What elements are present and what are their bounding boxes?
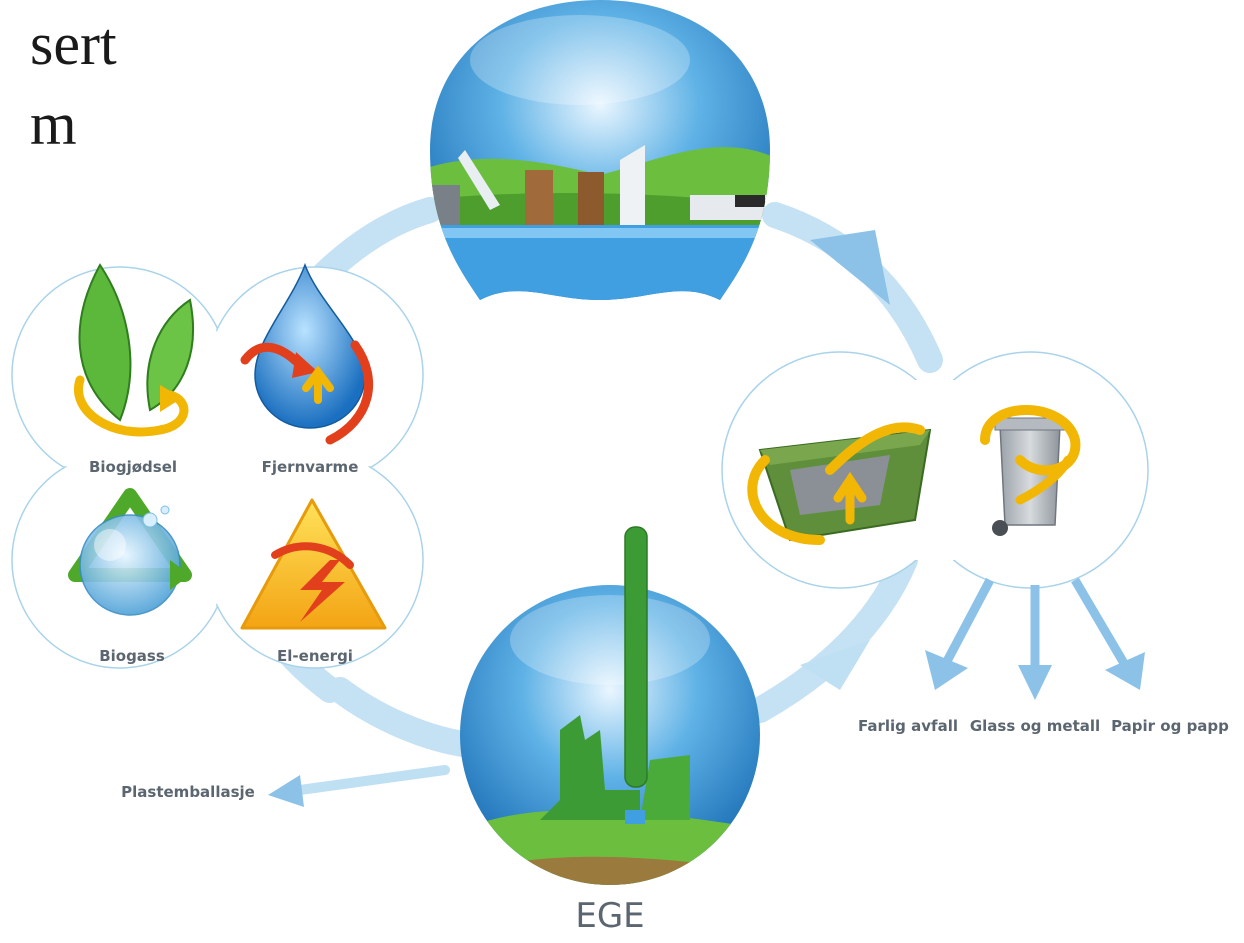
plastic-output-arrow bbox=[268, 765, 450, 807]
output-label-plastemballasje: Plastemballasje bbox=[121, 783, 255, 801]
energy-label-fjernvarme: Fjernvarme bbox=[262, 458, 359, 476]
energy-label-biogass: Biogass bbox=[99, 647, 165, 665]
fraction-arrows bbox=[925, 577, 1145, 700]
cycle-arrow-head-right bbox=[810, 230, 890, 305]
energy-label-el-energi: El-energi bbox=[277, 647, 353, 665]
facility-orb bbox=[430, 0, 770, 300]
fraction-label-farlig-avfall: Farlig avfall bbox=[858, 717, 958, 735]
heading-fragment-2: m bbox=[30, 91, 77, 157]
wheelie-bin-icon bbox=[980, 405, 1081, 536]
waste-skip-container-icon bbox=[747, 422, 932, 545]
recycle-globe-icon bbox=[68, 488, 192, 616]
water-drop-icon bbox=[240, 262, 374, 445]
leaf-icon bbox=[74, 263, 194, 437]
fraction-label-papir-og-papp: Papir og papp bbox=[1111, 717, 1229, 735]
lightning-warning-icon bbox=[240, 498, 387, 630]
cycle-arrow-head-lower bbox=[800, 640, 870, 690]
ege-label: EGE bbox=[575, 896, 644, 936]
fraction-label-glass-og-metall: Glass og metall bbox=[970, 717, 1100, 735]
heading-fragment-1: sert bbox=[30, 11, 117, 77]
ege-plant-orb bbox=[460, 526, 760, 885]
energy-label-biogjodsel: Biogjødsel bbox=[89, 458, 177, 476]
